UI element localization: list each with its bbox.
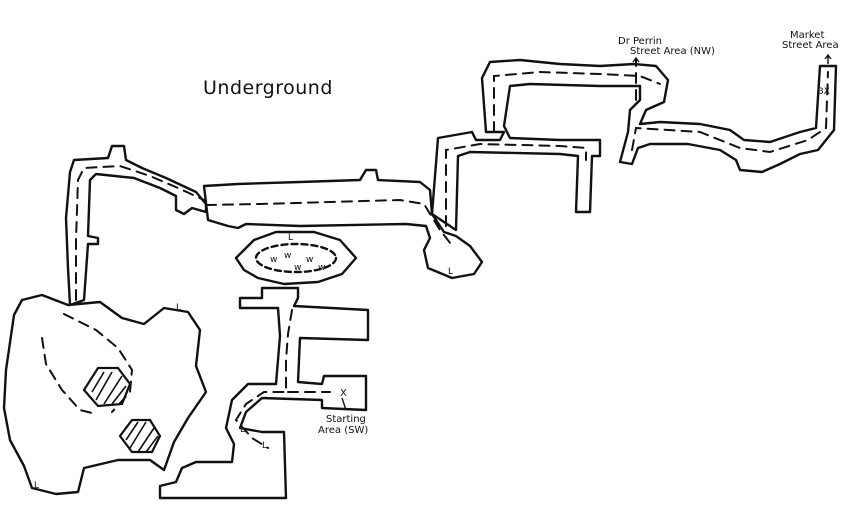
north-shaft (430, 58, 838, 232)
route-east (631, 71, 829, 154)
water-marker: w (306, 255, 313, 265)
ladder-marker: L (288, 233, 293, 243)
nw-label-line2: Street Area (NW) (630, 46, 715, 57)
water-marker: w (294, 263, 301, 273)
lake-water-edge (254, 242, 338, 274)
pit-upper-hatch (91, 371, 127, 405)
nw-label-line1: Dr Perrin (618, 36, 662, 47)
ladder-marker: L (448, 267, 453, 277)
left-shaft (64, 144, 208, 307)
route-top (493, 70, 661, 133)
routes (41, 59, 829, 449)
ladder-marker: L (262, 441, 267, 451)
lake-room (234, 230, 358, 286)
route-left-shaft (75, 164, 205, 301)
main-corridor (202, 168, 484, 280)
route-central (234, 309, 293, 449)
three-x-marker: 3X (818, 87, 830, 97)
route-north-shaft (445, 142, 587, 227)
pit-lower (118, 418, 162, 454)
start-marker: X (340, 388, 347, 399)
pit-lower-hatch (125, 421, 159, 453)
ladder-marker: L (176, 303, 181, 313)
route-main-corridor (205, 198, 455, 249)
area-labels: Dr Perrin Street Area (NW) Market Street… (318, 30, 839, 436)
market-label-line2: Street Area (782, 40, 839, 51)
market-label-line1: Market (790, 30, 824, 41)
map-markers: L L L L L L w w w w w X 3X (34, 87, 830, 491)
pits (82, 366, 162, 454)
water-marker: w (318, 263, 325, 273)
map-arrows (341, 53, 832, 411)
water-marker: w (270, 255, 277, 265)
route-cavern-a (63, 313, 134, 413)
start-label-line2: Area (SW) (318, 425, 368, 436)
water-marker: w (284, 251, 291, 261)
ladder-marker: L (34, 481, 39, 491)
ladder-marker: L (240, 425, 245, 435)
start-arrow (341, 397, 347, 411)
route-cavern-b (41, 337, 97, 415)
map-title: Underground (203, 77, 333, 99)
market-exit-arrow (824, 53, 832, 64)
nw-exit-arrow (632, 56, 640, 63)
start-label-line1: Starting (326, 414, 366, 425)
